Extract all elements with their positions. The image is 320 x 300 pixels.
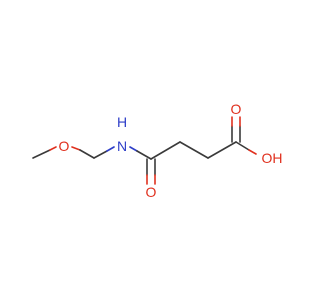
bond-acid-hydroxyl [235, 141, 250, 151]
molecule-structure: O H N O O OH [32, 101, 283, 200]
amide-nitrogen-hydrogen-label: H [117, 114, 127, 130]
bond-chain-3 [207, 141, 237, 159]
bond-oxygen-methylene-red [71, 146, 81, 151]
ether-oxygen-label: O [59, 138, 70, 154]
bond-nitrogen-carbonyl [136, 150, 152, 160]
bond-chain-2 [179, 141, 209, 159]
bond-chain-1 [150, 141, 181, 160]
amide-nitrogen-label: N [117, 138, 127, 154]
bond-methyl-oxygen [32, 149, 51, 159]
bond-methylene-nitrogen [93, 150, 108, 159]
bond-acid-hydroxyl-red [248, 149, 257, 155]
acid-hydroxyl-label: OH [262, 150, 283, 166]
bond-methyl-oxygen-red [49, 146, 57, 151]
amide-oxygen-label: O [146, 184, 157, 200]
bond-methylene-nitrogen-blue [106, 146, 115, 152]
acid-carbonyl-oxygen-label: O [231, 101, 242, 117]
bond-nitrogen-carbonyl-blue [129, 146, 138, 152]
bond-oxygen-methylene [79, 149, 95, 159]
